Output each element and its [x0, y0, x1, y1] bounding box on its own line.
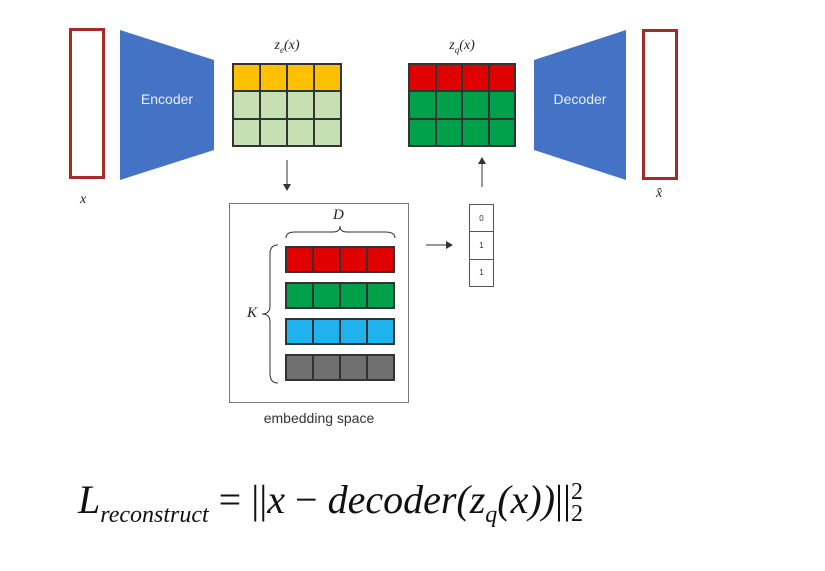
embedding-cell — [286, 247, 313, 272]
zq-grid — [408, 63, 516, 147]
ze-label: ze(x) — [274, 38, 300, 55]
arrow-down — [283, 160, 291, 191]
arrow-right — [426, 241, 453, 249]
embedding-vector-row — [285, 318, 395, 345]
zq-label: zq(x) — [449, 38, 475, 55]
embedding-cell — [367, 355, 394, 380]
decoder-block — [534, 30, 626, 180]
output-xhat-label: x̂ — [656, 186, 663, 201]
embedding-vector-row — [285, 246, 395, 273]
zq-cell — [462, 91, 489, 119]
embedding-cell — [313, 283, 340, 308]
input-x-box — [69, 28, 105, 179]
embedding-caption: embedding space — [263, 410, 375, 426]
ze-cell — [260, 64, 287, 92]
dim-label-D: D — [333, 207, 344, 223]
zq-cell — [462, 118, 489, 146]
ze-cell — [233, 118, 260, 146]
embedding-cell — [286, 319, 313, 344]
ze-cell — [314, 91, 341, 119]
input-x-label: x — [80, 192, 87, 207]
ze-cell — [233, 91, 260, 119]
dim-brace — [285, 225, 396, 239]
ze-cell — [314, 118, 341, 146]
decoder-label: Decoder — [553, 91, 607, 107]
zq-cell — [409, 118, 436, 146]
embedding-cell — [313, 247, 340, 272]
embedding-cell — [286, 355, 313, 380]
embedding-vector-row — [285, 282, 395, 309]
encoder-label: Encoder — [140, 91, 194, 107]
zq-cell — [488, 91, 515, 119]
ze-cell — [287, 64, 314, 92]
ze-cell — [287, 118, 314, 146]
embedding-cell — [313, 355, 340, 380]
count-label-K: K — [247, 305, 258, 321]
zq-cell — [462, 64, 489, 92]
output-xhat-box — [642, 29, 678, 180]
index-cell: 1 — [479, 268, 484, 278]
zq-cell — [488, 64, 515, 92]
embedding-vector-row — [285, 354, 395, 381]
embedding-cell — [340, 319, 367, 344]
embedding-cell — [313, 319, 340, 344]
ze-cell — [260, 91, 287, 119]
embedding-cell — [286, 283, 313, 308]
index-cell: 1 — [470, 232, 493, 260]
ze-cell — [287, 91, 314, 119]
ze-grid — [232, 63, 342, 147]
index-cell: 0 — [470, 205, 493, 233]
zq-cell — [488, 118, 515, 146]
zq-cell — [435, 118, 462, 146]
embedding-cell — [367, 283, 394, 308]
zq-cell — [435, 64, 462, 92]
ze-cell — [233, 64, 260, 92]
ze-cell — [260, 118, 287, 146]
zq-cell — [409, 64, 436, 92]
embedding-cell — [340, 247, 367, 272]
zq-cell — [435, 91, 462, 119]
ze-cell — [314, 64, 341, 92]
embedding-cell — [367, 319, 394, 344]
arrow-up — [478, 157, 486, 187]
embedding-cell — [367, 247, 394, 272]
embedding-cell — [340, 355, 367, 380]
encoder-block — [120, 30, 214, 180]
embedding-rows — [285, 246, 395, 381]
embedding-cell — [340, 283, 367, 308]
zq-cell — [409, 91, 436, 119]
count-brace — [261, 244, 279, 384]
